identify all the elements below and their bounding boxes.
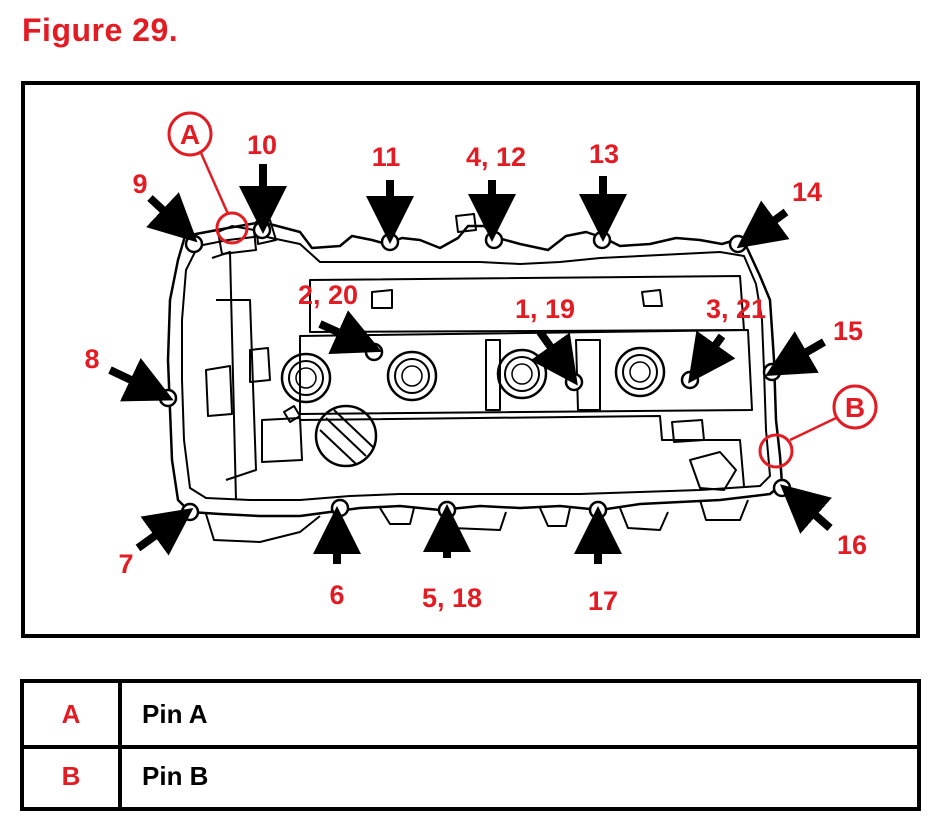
label-17: 17 [588,586,618,616]
label-4-12: 4, 12 [466,142,526,172]
arrow-3 [688,330,736,384]
arrow-7 [135,507,194,556]
oil-filler-cap [314,404,378,468]
arrows [108,164,833,564]
arrow-1 [530,329,578,386]
bolt-labels: 1, 19 2, 20 3, 21 4, 12 5, 18 6 7 8 9 10… [84,130,867,616]
bolt-8 [158,388,178,408]
label-6: 6 [329,580,344,610]
bolt-7 [180,502,200,522]
arrow-16 [779,484,833,534]
label-14: 14 [792,177,822,207]
legend-key: B [24,745,122,807]
label-3-21: 3, 21 [706,294,766,324]
arrow-9 [146,192,198,243]
label-11: 11 [372,142,401,172]
plug-hole-3 [496,348,548,400]
arrow-14 [736,200,790,249]
plug-hole-2 [386,350,438,402]
bolt-9 [184,234,204,254]
bolt-5 [437,500,457,520]
legend-row: B Pin B [24,745,917,807]
plug-hole-4 [614,346,666,398]
bolt-6 [330,498,350,518]
arrow-2 [318,310,382,355]
label-13: 13 [589,139,619,169]
bolt-3 [680,370,700,390]
spark-plug-holes [280,346,666,404]
legend-row: A Pin A [24,683,917,749]
label-2-20: 2, 20 [298,280,358,310]
pin-b-marker: B [758,384,878,469]
bolt-4 [484,230,504,250]
bolt-16 [772,478,792,498]
legend-description: Pin B [142,760,209,791]
bolt-10 [252,220,272,240]
bolt-11 [380,232,400,252]
pin-a-label: A [180,119,200,150]
bolt-2 [364,342,384,362]
diagram-frame [21,81,920,638]
arrow-8 [108,358,174,402]
label-8: 8 [84,344,99,374]
legend-description: Pin A [142,698,208,729]
bolt-14 [728,234,748,254]
label-7: 7 [118,549,133,579]
arrow-15 [765,331,827,377]
pin-a-marker: A [167,111,249,245]
plug-hole-1 [280,352,332,404]
legend-table: A Pin A B Pin B [20,679,921,811]
cylinder-head-cover-diagram: A B 1, 19 2, 20 3, 21 4, 12 5, 18 6 7 8 … [84,111,878,616]
bolt-15 [762,362,782,382]
figure-title: Figure 29. [22,12,179,48]
bolt-1 [564,372,584,392]
label-9: 9 [132,169,147,199]
label-16: 16 [837,530,867,560]
label-1-19: 1, 19 [515,294,575,324]
label-10: 10 [247,130,277,160]
legend-key: A [24,683,122,745]
bolt-17 [588,500,608,520]
label-5-18: 5, 18 [422,583,482,613]
label-15: 15 [833,316,863,346]
pin-b-label: B [845,392,865,423]
bolt-13 [592,230,612,250]
